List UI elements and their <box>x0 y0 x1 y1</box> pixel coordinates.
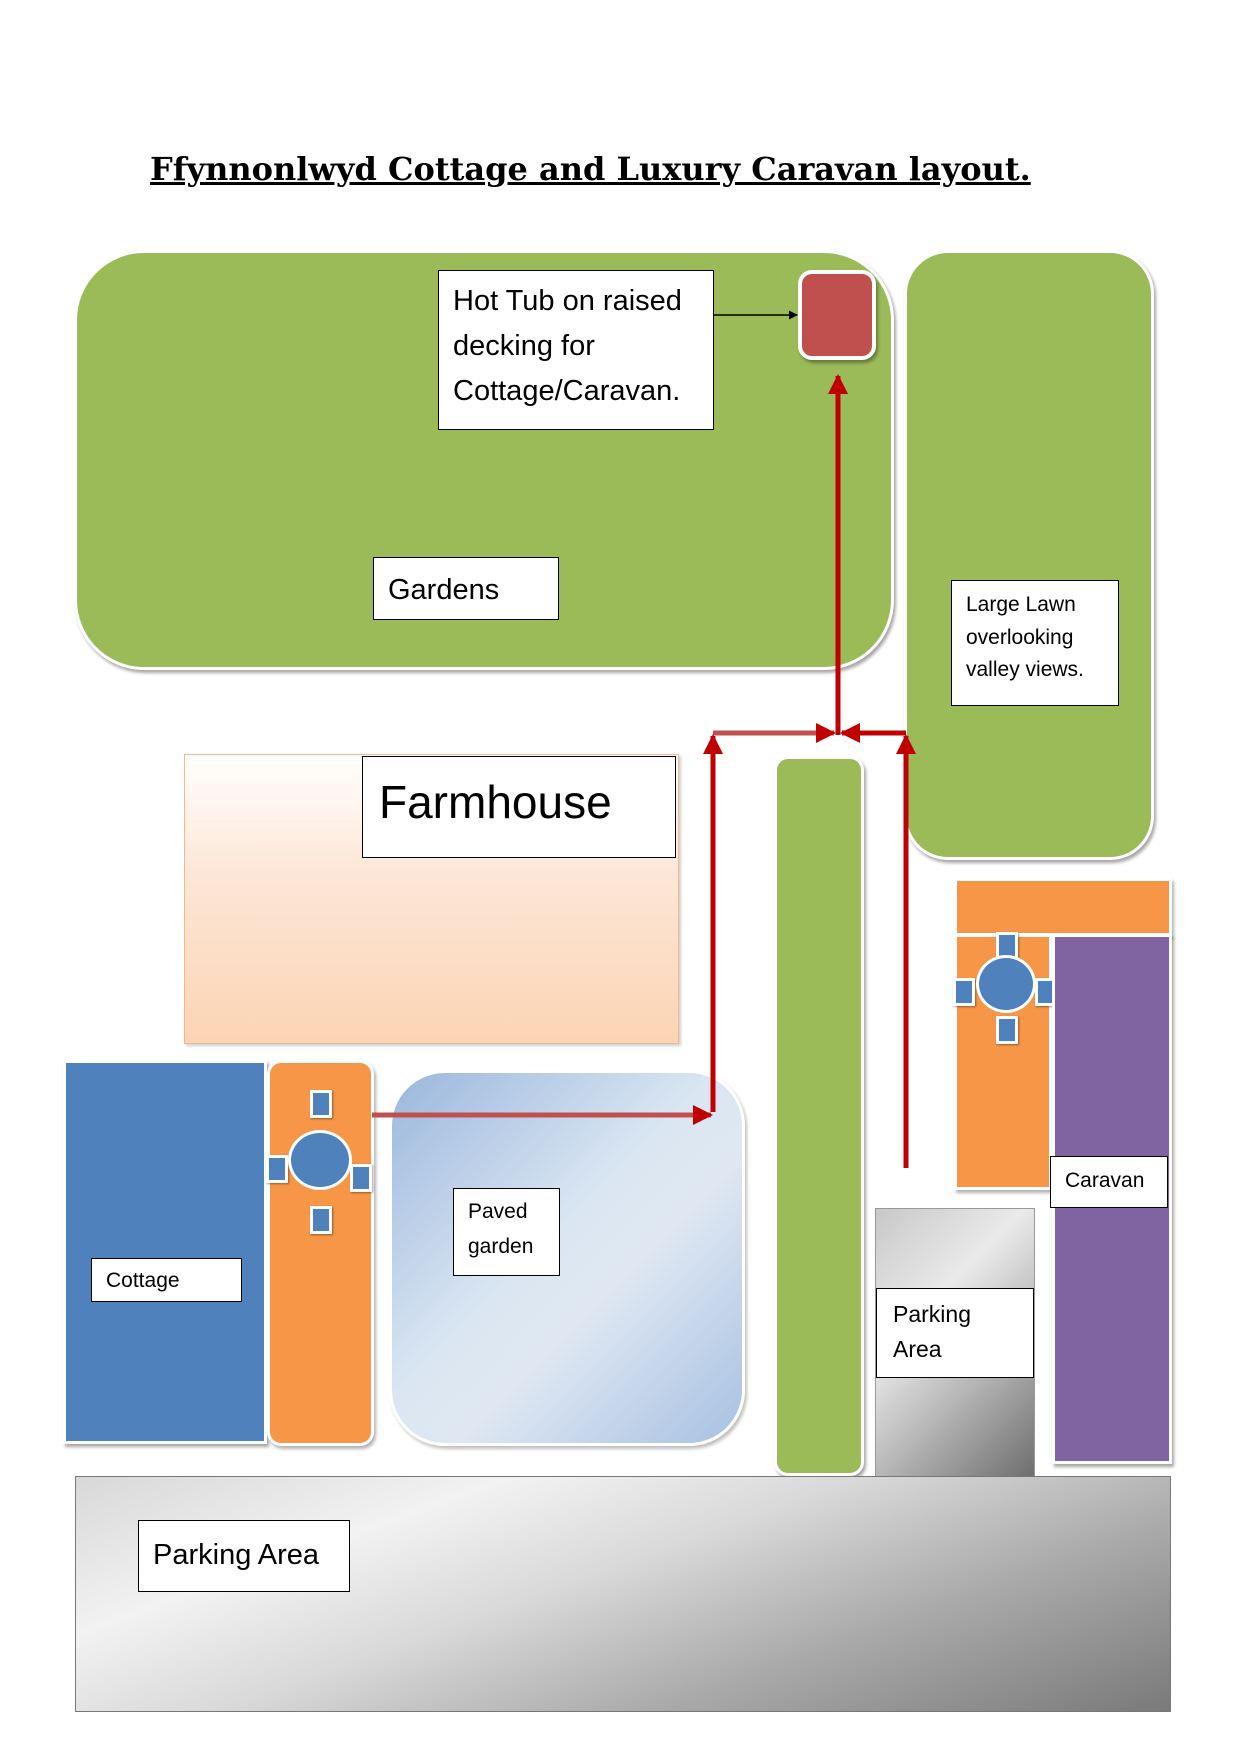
page-title: Ffynnonlwyd Cottage and Luxury Caravan l… <box>150 150 1031 188</box>
caravan-chair-left <box>953 978 975 1006</box>
hot-tub <box>798 270 876 360</box>
caravan-patio-table <box>976 955 1036 1013</box>
cottage-chair-left <box>266 1155 288 1183</box>
large-lawn-label-line-2: overlooking <box>966 625 1074 649</box>
main-parking-label: Parking Area <box>138 1520 350 1592</box>
small-parking-label-line-1: Parking <box>893 1301 971 1327</box>
cottage-chair-bottom <box>310 1206 332 1234</box>
green-strip <box>774 756 864 1476</box>
caravan-chair-bottom <box>996 1016 1018 1044</box>
large-lawn-area <box>904 250 1154 860</box>
large-lawn-label-line-3: valley views. <box>966 658 1084 682</box>
gardens-label: Gardens <box>373 557 559 620</box>
small-parking-label: Parking Area <box>876 1288 1034 1378</box>
large-lawn-label: Large Lawn overlooking valley views. <box>951 580 1119 706</box>
paved-garden-label-line-1: Paved <box>468 1200 528 1223</box>
hot-tub-label-line-1: Hot Tub on raised <box>453 285 682 317</box>
main-parking-area <box>75 1476 1171 1712</box>
large-lawn-label-line-1: Large Lawn <box>966 593 1076 616</box>
cottage-chair-top <box>310 1090 332 1118</box>
paved-garden-label-line-2: garden <box>468 1234 534 1258</box>
caravan-label: Caravan <box>1050 1156 1168 1208</box>
cottage-patio-table <box>288 1130 352 1190</box>
cottage-label: Cottage <box>91 1258 242 1302</box>
cottage-patio <box>267 1060 374 1446</box>
paved-garden <box>389 1070 745 1446</box>
farmhouse-label: Farmhouse <box>362 756 676 858</box>
paved-garden-label: Paved garden <box>453 1188 560 1276</box>
cottage-building <box>63 1060 267 1444</box>
hot-tub-label-line-3: Cottage/Caravan. <box>453 374 681 407</box>
hot-tub-label-line-2: decking for <box>453 329 595 362</box>
hot-tub-label: Hot Tub on raised decking for Cottage/Ca… <box>438 270 714 430</box>
cottage-chair-right <box>350 1164 372 1192</box>
small-parking-label-line-2: Area <box>893 1335 942 1362</box>
